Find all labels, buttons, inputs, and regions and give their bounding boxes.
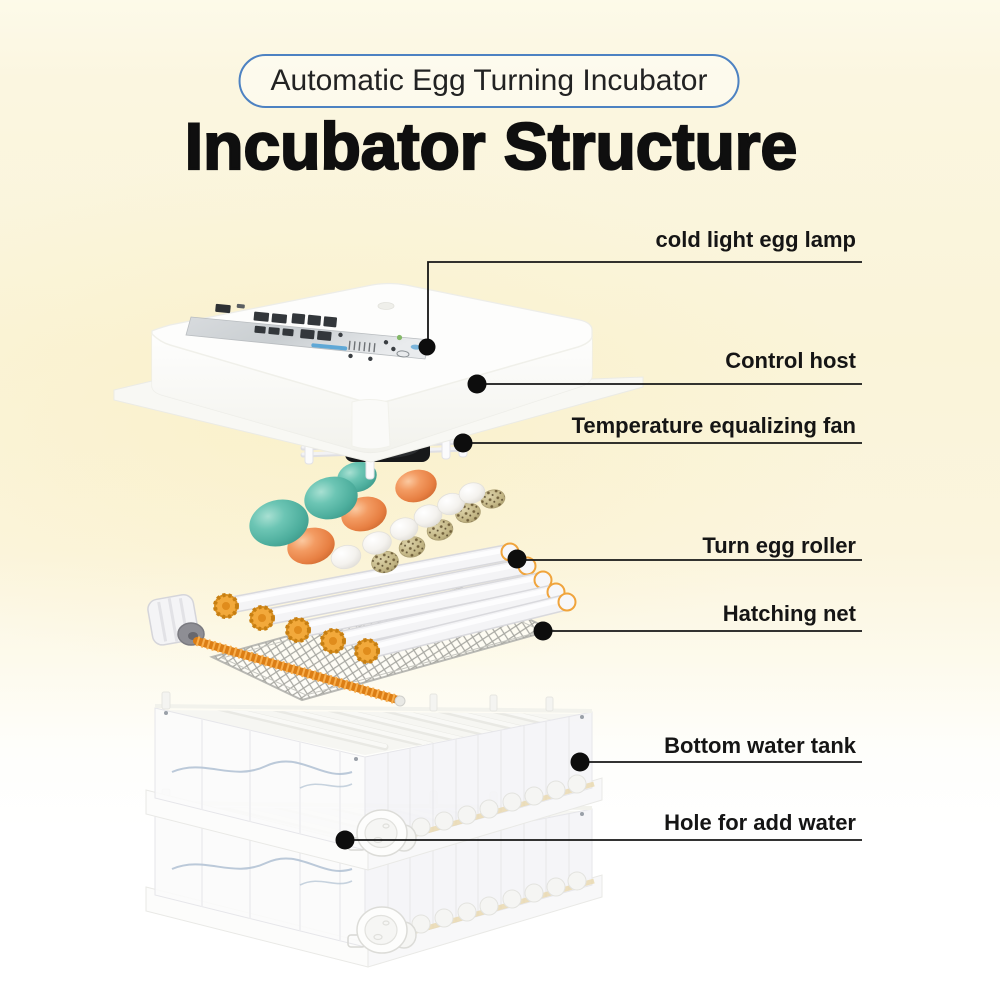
roller [253,556,537,627]
leader-dot [570,752,590,772]
leader-dots [335,338,590,850]
leader-lines [345,261,862,841]
page-title: Incubator Structure [184,108,799,184]
egg-lamp-indicator [377,302,395,310]
label-turn-egg-roller: Turn egg roller [702,533,856,558]
label-temperature-equalizing-fan: Temperature equalizing fan [571,413,856,438]
control-host [113,282,644,463]
control-panel [185,303,431,362]
top-badge-pill: Automatic Egg Turning Incubator [238,54,740,108]
panel-blue-strip [311,343,348,351]
eggs-group [249,461,506,574]
label-hatching-net: Hatching net [722,601,856,626]
roller-gears [213,593,380,664]
white-eggs [330,482,486,570]
label-cold-light-egg-lamp: cold light egg lamp [655,227,856,252]
screw-rod [193,636,406,707]
leader-dot [453,433,473,453]
panel-green-dot [396,334,403,341]
leader-dot [467,374,487,394]
roller [289,570,553,639]
quail-eggs [371,489,506,574]
roller [358,592,577,660]
badge-label: Automatic Egg Turning Incubator [270,64,708,97]
label-bottom-water-tank: Bottom water tank [664,733,856,758]
label-hole-for-add-water: Hole for add water [664,810,856,835]
leader-dot [335,830,355,850]
leader-dot [418,338,436,356]
leader-dot [507,549,527,569]
turn-egg-rollers [213,542,577,664]
label-control-host: Control host [725,348,856,373]
leader-cold-light-egg-lamp [427,261,862,339]
leader-dot [533,621,553,641]
roller [217,542,520,615]
